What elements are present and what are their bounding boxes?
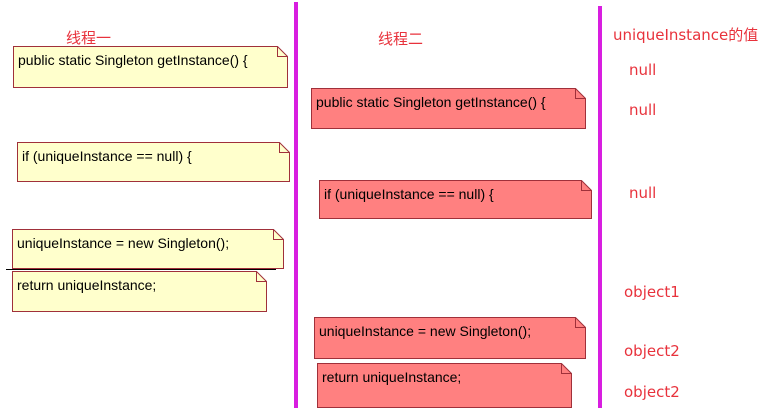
separator-line bbox=[6, 269, 276, 270]
thread1-step-return: return uniqueInstance; bbox=[12, 271, 267, 312]
value-1: null bbox=[629, 61, 657, 79]
thread1-step-getinstance: public static Singleton getInstance() { bbox=[13, 46, 288, 88]
note-shape bbox=[319, 180, 592, 219]
note-shape bbox=[13, 46, 288, 88]
thread1-step-null-check: if (uniqueInstance == null) { bbox=[17, 142, 290, 182]
thread2-header: 线程二 bbox=[378, 30, 424, 48]
note-text: return uniqueInstance; bbox=[322, 369, 462, 385]
note-text: uniqueInstance = new Singleton(); bbox=[17, 235, 230, 251]
value-5: object2 bbox=[624, 342, 680, 360]
note-text: if (uniqueInstance == null) { bbox=[324, 186, 494, 202]
value-header: uniqueInstance的值 bbox=[613, 26, 759, 44]
value-2: null bbox=[629, 101, 657, 119]
note-shape bbox=[12, 229, 284, 269]
thread2-step-null-check: if (uniqueInstance == null) { bbox=[319, 180, 592, 219]
note-text: uniqueInstance = new Singleton(); bbox=[319, 323, 532, 339]
note-shape bbox=[12, 271, 267, 312]
thread1-step-create: uniqueInstance = new Singleton(); bbox=[12, 229, 284, 269]
note-shape bbox=[17, 142, 290, 182]
note-shape bbox=[317, 363, 572, 408]
thread2-step-create: uniqueInstance = new Singleton(); bbox=[314, 317, 586, 359]
note-shape bbox=[311, 88, 586, 129]
thread-divider bbox=[294, 2, 298, 408]
note-text: public static Singleton getInstance() { bbox=[316, 94, 546, 110]
note-shape bbox=[314, 317, 586, 359]
value-3: null bbox=[629, 184, 657, 202]
value-4: object1 bbox=[624, 283, 680, 301]
note-text: if (uniqueInstance == null) { bbox=[22, 148, 192, 164]
note-text: return uniqueInstance; bbox=[17, 277, 157, 293]
thread2-step-return: return uniqueInstance; bbox=[317, 363, 572, 408]
thread2-step-getinstance: public static Singleton getInstance() { bbox=[311, 88, 586, 129]
note-text: public static Singleton getInstance() { bbox=[18, 52, 248, 68]
value-6: object2 bbox=[624, 383, 680, 401]
value-divider bbox=[598, 6, 602, 408]
thread1-header: 线程一 bbox=[66, 29, 112, 47]
